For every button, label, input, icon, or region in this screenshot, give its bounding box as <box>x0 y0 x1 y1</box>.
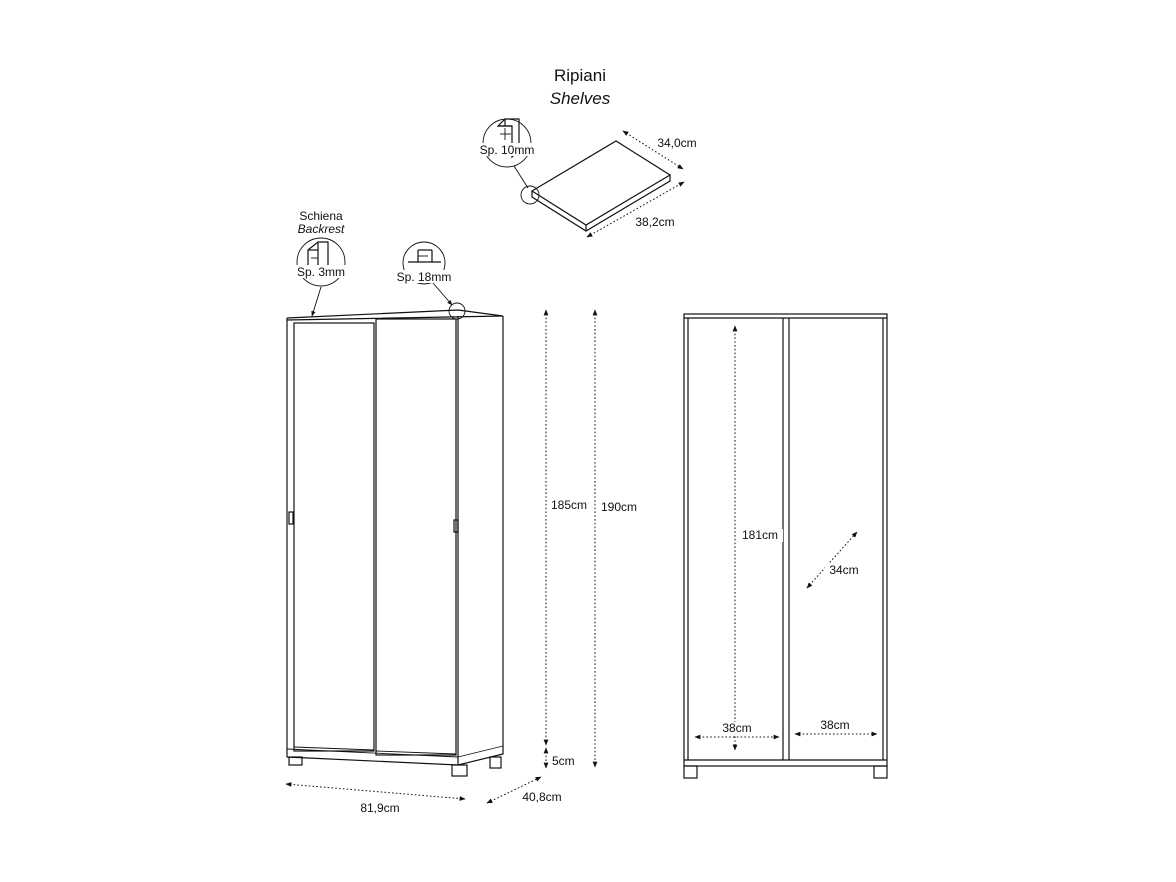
panel-thickness-label: Sp. 18mm <box>397 270 452 284</box>
wardrobe-front-view <box>286 309 504 777</box>
shelf-depth-label: 34,0cm <box>657 136 696 150</box>
left-width-label: 38cm <box>722 721 751 735</box>
backrest-title: Schiena <box>299 209 343 223</box>
shelf-thickness-label: Sp. 10mm <box>480 143 535 157</box>
shelf-detail-circle <box>520 185 540 205</box>
wardrobe-interior-view <box>683 313 888 779</box>
interior-depth-label: 34cm <box>829 563 858 577</box>
inner-height-label: 185cm <box>551 498 587 512</box>
backrest-thickness-label: Sp. 3mm <box>297 265 345 279</box>
shelf-width-label: 38,2cm <box>635 215 674 229</box>
right-width-label: 38cm <box>820 718 849 732</box>
front-width-label: 81,9cm <box>360 801 399 815</box>
interior-height-label: 181cm <box>742 528 778 542</box>
shelf-panel <box>530 140 672 232</box>
panel-thickness-callout: Sp. 18mm <box>392 241 456 285</box>
foot-height-label: 5cm <box>552 754 575 768</box>
backrest-thickness-callout: Sp. 3mm <box>294 237 350 287</box>
front-depth-dim <box>486 776 542 804</box>
backrest-title-en: Backrest <box>298 222 345 236</box>
shelves-title: Ripiani <box>554 66 606 85</box>
backrest-leader-line <box>311 286 322 317</box>
front-depth-label: 40,8cm <box>522 790 561 804</box>
shelf-depth-dim <box>622 130 684 170</box>
interior-depth-dim <box>806 531 858 589</box>
front-width-dim <box>285 782 466 801</box>
shelf-leader-line <box>513 165 529 189</box>
shelves-title-en: Shelves <box>550 89 611 108</box>
shelf-thickness-callout: Sp. 10mm <box>477 118 539 168</box>
total-height-label: 190cm <box>601 500 637 514</box>
panel-leader-line <box>432 282 453 306</box>
